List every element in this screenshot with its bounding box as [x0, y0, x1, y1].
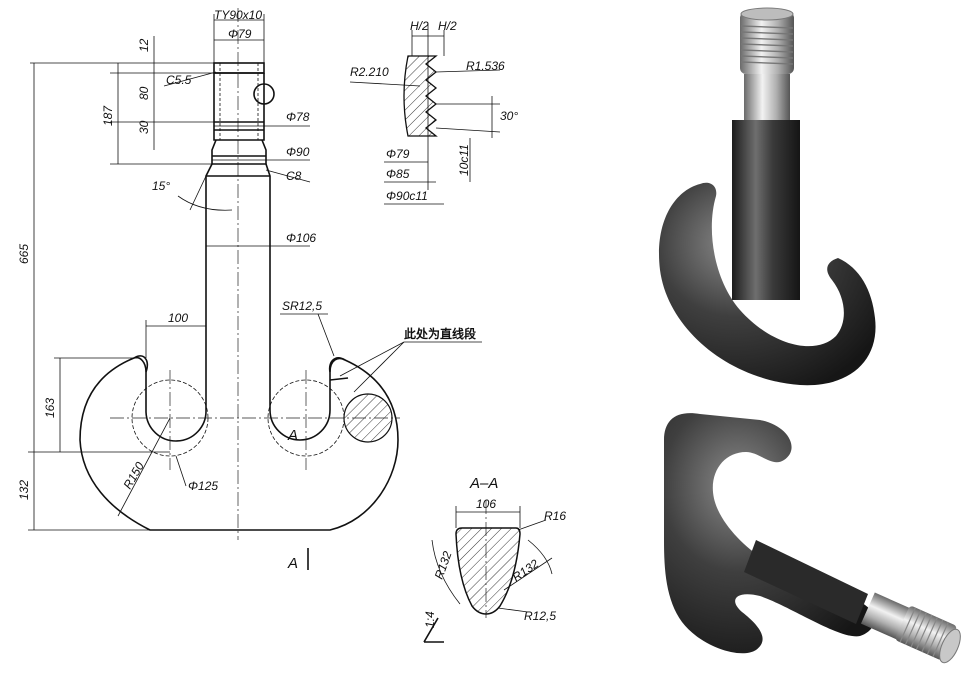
- dim-height-132: 132: [17, 480, 31, 500]
- dim-len-12: 12: [137, 38, 151, 52]
- thread-detail-view: H/2 H/2 R2.210 R1.536 30° 10c11 Φ79 Φ85 …: [349, 19, 518, 205]
- dim-d79-top: Φ79: [228, 27, 252, 41]
- dim-total-665: 665: [17, 244, 31, 264]
- dim-chamfer-c55: C5.5: [166, 73, 192, 87]
- dim-len-187: 187: [101, 105, 115, 126]
- dim-d78: Φ78: [286, 110, 310, 124]
- section-top-width: 106: [476, 497, 496, 511]
- main-dimensions: TY90x10 Φ79 12 80 30 187 C5.5 Φ78 Φ90 C8…: [17, 8, 482, 572]
- dim-height-163: 163: [43, 398, 57, 418]
- hook-render-back: [664, 413, 961, 664]
- section-r132-left: R132: [432, 549, 455, 581]
- dim-len-30: 30: [137, 120, 151, 134]
- thread-pitch: 10c11: [457, 144, 471, 176]
- thread-h2-right: H/2: [438, 19, 457, 33]
- dim-d90: Φ90: [286, 145, 310, 159]
- note-straight-segment: 此处为直线段: [404, 326, 477, 341]
- dim-len-80: 80: [137, 86, 151, 100]
- thread-d85: Φ85: [386, 167, 410, 181]
- thread-d90c11: Φ90c11: [386, 189, 428, 203]
- section-aa-title: A–A: [469, 475, 498, 492]
- thread-r-crest: R1.536: [466, 59, 505, 73]
- thread-d79: Φ79: [386, 147, 410, 161]
- thread-h2-left: H/2: [410, 19, 429, 33]
- section-aa-view: A–A 106 R16 R132 R132 R12,5 1:4: [423, 475, 566, 643]
- dim-width-100: 100: [168, 311, 188, 325]
- section-mark-a-lower: A: [287, 555, 298, 572]
- dim-chamfer-c8: C8: [286, 169, 302, 183]
- dim-thread-spec: TY90x10: [214, 8, 262, 22]
- dim-d106: Φ106: [286, 231, 316, 245]
- section-mark-a-upper: A: [287, 427, 298, 444]
- section-r125: R12,5: [524, 609, 556, 623]
- dim-r150: R150: [120, 459, 147, 491]
- hook-render-front: [659, 7, 876, 386]
- section-taper: 1:4: [423, 611, 437, 628]
- dim-sr125: SR12,5: [282, 299, 322, 313]
- dim-angle-15: 15°: [152, 179, 170, 193]
- thread-r-root: R2.210: [350, 65, 389, 79]
- main-view: [79, 8, 400, 540]
- thread-angle: 30°: [500, 109, 518, 123]
- section-r16: R16: [544, 509, 566, 523]
- dim-d125: Φ125: [188, 479, 218, 493]
